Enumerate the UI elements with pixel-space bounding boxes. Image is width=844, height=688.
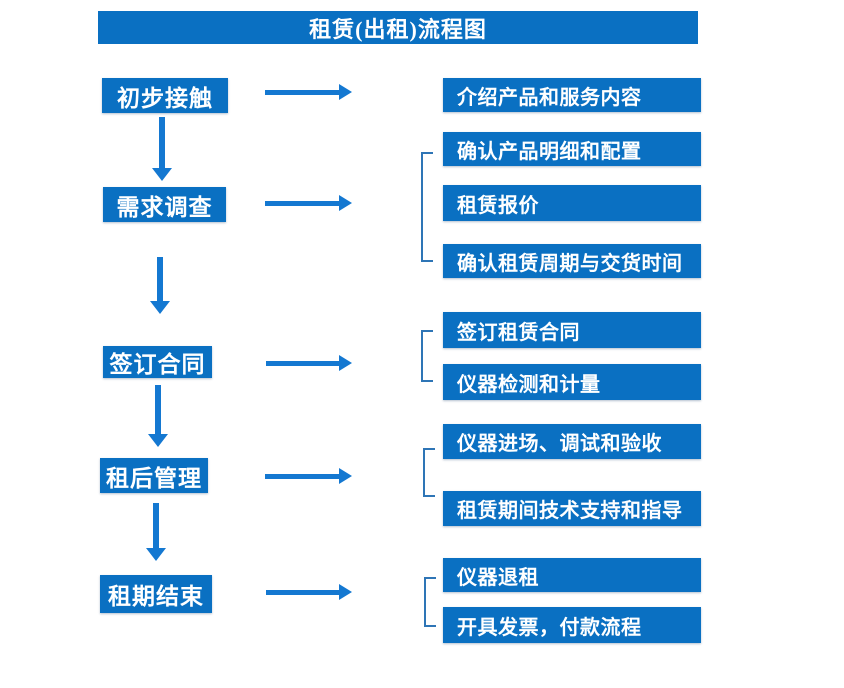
right-arrow-5-shaft: [266, 590, 340, 595]
down-arrow-3-shaft: [155, 385, 161, 436]
right-arrow-4-head: [339, 468, 352, 484]
detail-instrument-testing: 仪器检测和计量: [443, 364, 701, 400]
stage-lease-end: 租期结束: [100, 575, 212, 613]
down-arrow-4: [146, 503, 166, 561]
bracket-group-2: [421, 152, 433, 262]
stage-initial-contact: 初步接触: [102, 78, 228, 113]
down-arrow-4-shaft: [153, 503, 159, 550]
right-arrow-4: [265, 468, 352, 484]
detail-invoice-payment: 开具发票，付款流程: [443, 607, 701, 643]
right-arrow-1: [265, 84, 352, 100]
right-arrow-5: [266, 584, 352, 600]
detail-sign-rental-contract: 签订租赁合同: [443, 312, 701, 348]
down-arrow-1: [152, 117, 172, 181]
down-arrow-2-shaft: [157, 257, 163, 303]
detail-introduce-products-services: 介绍产品和服务内容: [443, 78, 701, 112]
right-arrow-2-head: [339, 195, 352, 211]
right-arrow-2-shaft: [265, 201, 340, 206]
stage-sign-contract: 签订合同: [103, 346, 212, 378]
down-arrow-2-head: [150, 301, 170, 314]
down-arrow-1-shaft: [159, 117, 165, 170]
right-arrow-5-head: [339, 584, 352, 600]
diagram-title: 租赁(出租)流程图: [98, 11, 698, 44]
bracket-group-3: [421, 330, 433, 382]
stage-post-rental-management: 租后管理: [100, 458, 208, 493]
bracket-group-4: [423, 448, 435, 497]
right-arrow-3-head: [339, 355, 352, 371]
right-arrow-2: [265, 195, 352, 211]
detail-confirm-period-delivery: 确认租赁周期与交货时间: [443, 244, 701, 278]
detail-rental-quotation: 租赁报价: [443, 185, 701, 221]
detail-instrument-entry-acceptance: 仪器进场、调试和验收: [443, 424, 701, 459]
down-arrow-2: [150, 257, 170, 314]
down-arrow-3-head: [148, 434, 168, 447]
down-arrow-4-head: [146, 548, 166, 561]
down-arrow-1-head: [152, 168, 172, 181]
right-arrow-3-shaft: [266, 361, 340, 366]
down-arrow-3: [148, 385, 168, 447]
right-arrow-1-shaft: [265, 90, 340, 95]
right-arrow-3: [266, 355, 352, 371]
right-arrow-4-shaft: [265, 474, 340, 479]
right-arrow-1-head: [339, 84, 352, 100]
detail-instrument-return: 仪器退租: [443, 558, 701, 592]
bracket-group-5: [424, 577, 436, 627]
detail-technical-support: 租赁期间技术支持和指导: [443, 491, 701, 526]
detail-confirm-product-details: 确认产品明细和配置: [443, 132, 701, 166]
stage-demand-survey: 需求调查: [103, 187, 226, 222]
